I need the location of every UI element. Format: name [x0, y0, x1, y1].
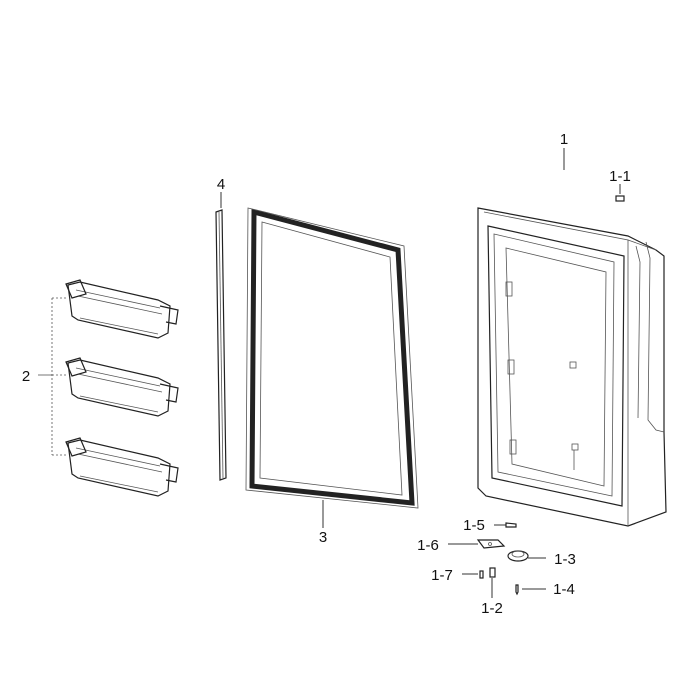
door-bins-group [38, 279, 179, 497]
label-1-4: 1-4 [553, 581, 575, 598]
label-door: 1 [560, 131, 568, 148]
label-1-6: 1-6 [417, 537, 439, 554]
part-1-3 [507, 550, 546, 562]
label-1-5: 1-5 [463, 517, 485, 534]
label-1-7: 1-7 [431, 567, 453, 584]
door-bin-top [65, 279, 179, 339]
hinge-cap-part [615, 184, 625, 202]
label-1-2: 1-2 [481, 600, 503, 617]
label-strip: 4 [217, 176, 225, 193]
label-1-3: 1-3 [554, 551, 576, 568]
part-1-7 [462, 570, 484, 579]
label-hinge-cap: 1-1 [609, 168, 631, 185]
door-bin-middle [65, 357, 179, 417]
part-1-2 [489, 567, 496, 598]
screw-part [515, 584, 546, 596]
part-1-5 [494, 522, 517, 528]
door-strip [215, 192, 227, 481]
door-bin-bottom [65, 437, 179, 497]
label-door-bins: 2 [22, 368, 30, 385]
door-gasket [245, 207, 419, 528]
label-gasket: 3 [319, 529, 327, 546]
part-1-6 [448, 539, 506, 549]
door-assembly [477, 148, 667, 527]
